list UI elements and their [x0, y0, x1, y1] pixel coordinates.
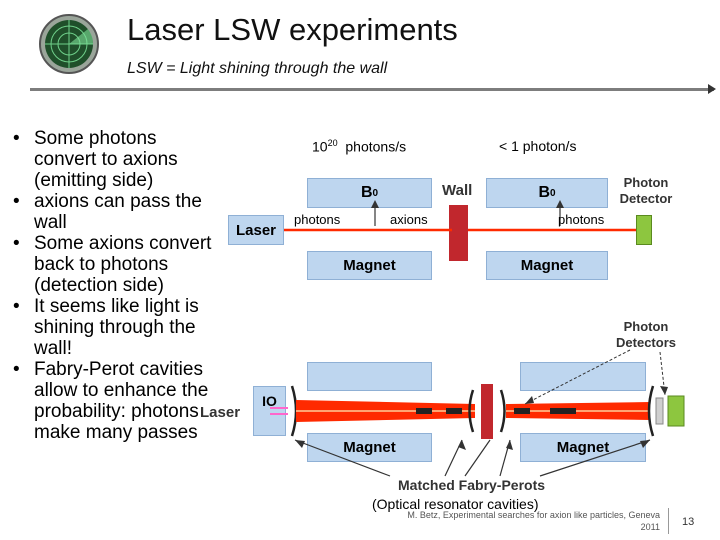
bullet-item: Some photons convert to axions (emitting… [10, 128, 215, 191]
wall-label: Wall [442, 182, 473, 199]
header-divider [30, 88, 714, 91]
bullet-item: It seems like light is shining through t… [10, 296, 215, 359]
matched-fabry-perots-label: Matched Fabry-Perots [398, 477, 546, 493]
magnet-bottom-left: Magnet [307, 433, 432, 462]
rate-detection-label: < 1 photon/s [499, 138, 577, 154]
io-box: IO [253, 386, 286, 436]
photon-detector-label: Photon Detector [619, 175, 673, 206]
cavity-diagram-svg [270, 349, 685, 477]
b-field-box-left [307, 362, 432, 391]
page-subtitle: LSW = Light shining through the wall [127, 60, 388, 77]
logo-radar-icon [38, 13, 100, 75]
page-number: 13 [682, 516, 695, 528]
bullet-item: axions can pass the wall [10, 191, 215, 233]
optical-resonator-label: (Optical resonator cavities) [372, 496, 539, 512]
photons-right-label: photons [558, 212, 605, 227]
top-beam-svg [284, 200, 636, 232]
bullet-list: Some photons convert to axions (emitting… [10, 128, 215, 443]
photons-left-label: photons [294, 212, 341, 227]
divider-arrow-icon [708, 84, 716, 94]
footer-citation: M. Betz, Experimental searches for axion… [407, 510, 660, 532]
page-title: Laser LSW experiments [127, 12, 458, 47]
bullet-item: Fabry-Perot cavities allow to enhance th… [10, 359, 215, 443]
bullet-item: Some axions convert back to photons (det… [10, 233, 215, 296]
photon-detector [636, 215, 652, 245]
wall [449, 205, 468, 261]
laser-box: Laser [228, 215, 284, 245]
axions-label: axions [390, 212, 428, 227]
magnet-bottom-right: Magnet [520, 433, 646, 462]
laser-label: Laser [200, 404, 241, 421]
b-field-box-right [520, 362, 646, 391]
photon-detectors-label: Photon Detectors [616, 319, 676, 350]
magnet-left: Magnet [307, 251, 432, 280]
rate-emitting-label: 1020 photons/s [312, 138, 407, 155]
magnet-right: Magnet [486, 251, 608, 280]
footer-divider [668, 508, 669, 534]
